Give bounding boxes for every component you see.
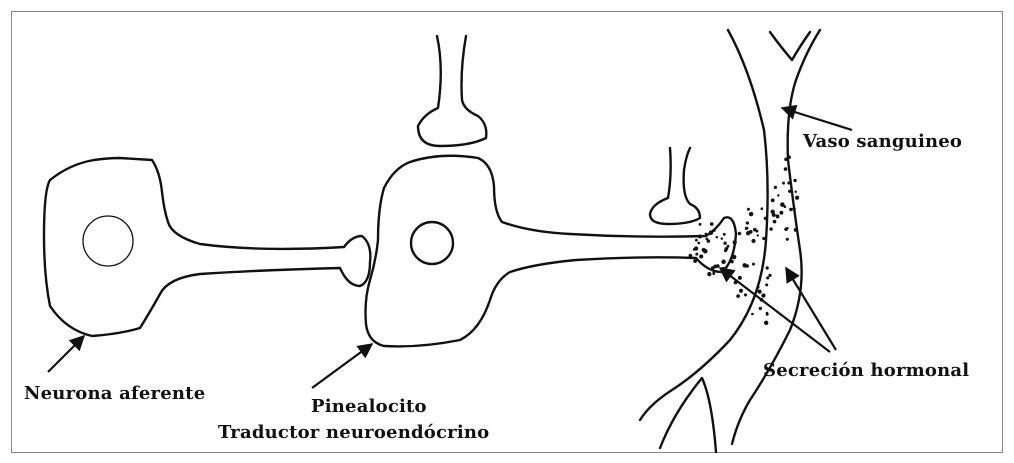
hormone-granule [746, 221, 749, 224]
hormone-granule [774, 186, 777, 189]
hormone-granule [757, 289, 761, 293]
hormone-granule [698, 234, 702, 238]
arrow-secrecion-1 [720, 268, 830, 352]
hormone-granule [759, 307, 762, 310]
hormone-granule [693, 259, 697, 263]
hormone-granule [751, 239, 755, 243]
hormone-granule [710, 222, 714, 226]
hormone-granule [739, 289, 743, 293]
hormone-granule [768, 274, 771, 277]
hormone-granule [725, 247, 729, 251]
hormone-granule [769, 227, 772, 230]
hormone-granule [709, 230, 714, 235]
hormone-granule [762, 237, 765, 240]
label-secrecion-hormonal: Secreción hormonal [763, 362, 969, 380]
hormone-granule [738, 276, 742, 280]
arrow-neurona-aferente [48, 336, 84, 372]
blood-vessel-left-wall [640, 30, 768, 420]
hormone-granule [723, 233, 726, 236]
hormone-granule [745, 264, 749, 268]
hormone-granule [784, 158, 788, 162]
hormone-granule [766, 313, 769, 316]
hormone-granule [752, 263, 755, 266]
label-neurona-aferente: Neurona aferente [24, 385, 205, 403]
pinealocyte-nucleus [411, 222, 453, 264]
hormone-granule [766, 276, 769, 279]
hormone-granule [793, 179, 796, 182]
label-vaso-sanguineo: Vaso sanguineo [803, 133, 962, 151]
hormone-granule [697, 242, 700, 245]
hormone-granule [788, 190, 791, 193]
hormone-granule [796, 196, 799, 199]
hormone-granule [773, 220, 777, 224]
afferent-neuron-nucleus [83, 216, 133, 266]
hormone-granule [757, 234, 759, 236]
hormone-granule [789, 208, 792, 211]
blood-vessel-lower-curve [660, 378, 716, 452]
pinealocyte-outline [366, 156, 737, 347]
hormone-granule [772, 213, 776, 217]
hormone-granule [702, 248, 706, 252]
hormone-granule [749, 212, 753, 216]
hormone-granule [761, 293, 765, 297]
hormone-granule [764, 321, 768, 325]
hormone-granule [745, 227, 748, 230]
hormone-granule [731, 260, 734, 263]
hormone-granule [705, 233, 708, 236]
hormone-granule [751, 313, 754, 316]
hormone-granule [766, 266, 769, 269]
hormone-granule [705, 237, 708, 240]
hormone-granule [712, 272, 715, 275]
arrow-vaso-sanguineo [782, 108, 852, 130]
hormone-granule [721, 237, 723, 239]
blood-vessel-branch [770, 32, 810, 60]
hormone-granule [732, 255, 737, 260]
hormone-granule [699, 254, 703, 258]
hormone-granule [764, 217, 767, 220]
hormone-granule [738, 232, 742, 236]
hormone-granule [794, 228, 798, 232]
hormone-granule [757, 286, 760, 289]
hormone-granule [760, 207, 763, 210]
hormone-granule [699, 223, 702, 226]
hormone-granule [756, 230, 759, 233]
hormone-granule [777, 194, 779, 196]
hormone-granule [786, 238, 789, 241]
hormone-granule [784, 205, 787, 208]
hormone-granule [744, 293, 747, 296]
hormone-granule [787, 155, 791, 159]
presynaptic-terminal-small [650, 148, 700, 224]
hormone-granule [695, 239, 698, 242]
label-pinealocito: Pinealocito [311, 398, 427, 416]
blood-vessel-right-wall [732, 30, 820, 444]
hormone-granule [721, 260, 726, 265]
hormone-granule [736, 294, 740, 298]
hormone-granule [707, 272, 711, 276]
hormone-granule [689, 254, 693, 258]
hormone-granule [713, 264, 717, 268]
label-traductor-neuroendocrino: Traductor neuroendócrino [218, 424, 489, 442]
hormone-granules [689, 155, 800, 325]
hormone-granule [771, 198, 775, 202]
presynaptic-terminal-top [418, 36, 486, 146]
arrow-pinealocito [312, 344, 372, 388]
hormone-granule [792, 207, 795, 210]
hormone-granule [779, 211, 783, 215]
hormone-granule [749, 230, 753, 234]
hormone-granule [776, 214, 780, 218]
hormone-granule [694, 246, 698, 250]
hormone-granule [784, 167, 788, 171]
hormone-granule [786, 227, 788, 229]
hormone-granule [716, 236, 718, 238]
hormone-granule [695, 253, 698, 256]
hormone-granule [733, 240, 737, 244]
hormone-granule [782, 182, 785, 185]
hormone-granule [794, 190, 796, 192]
hormone-granule [747, 208, 750, 211]
hormone-granule [765, 283, 768, 286]
hormone-granule [787, 181, 790, 184]
hormone-granule [723, 242, 726, 245]
afferent-neuron-outline [44, 158, 370, 336]
